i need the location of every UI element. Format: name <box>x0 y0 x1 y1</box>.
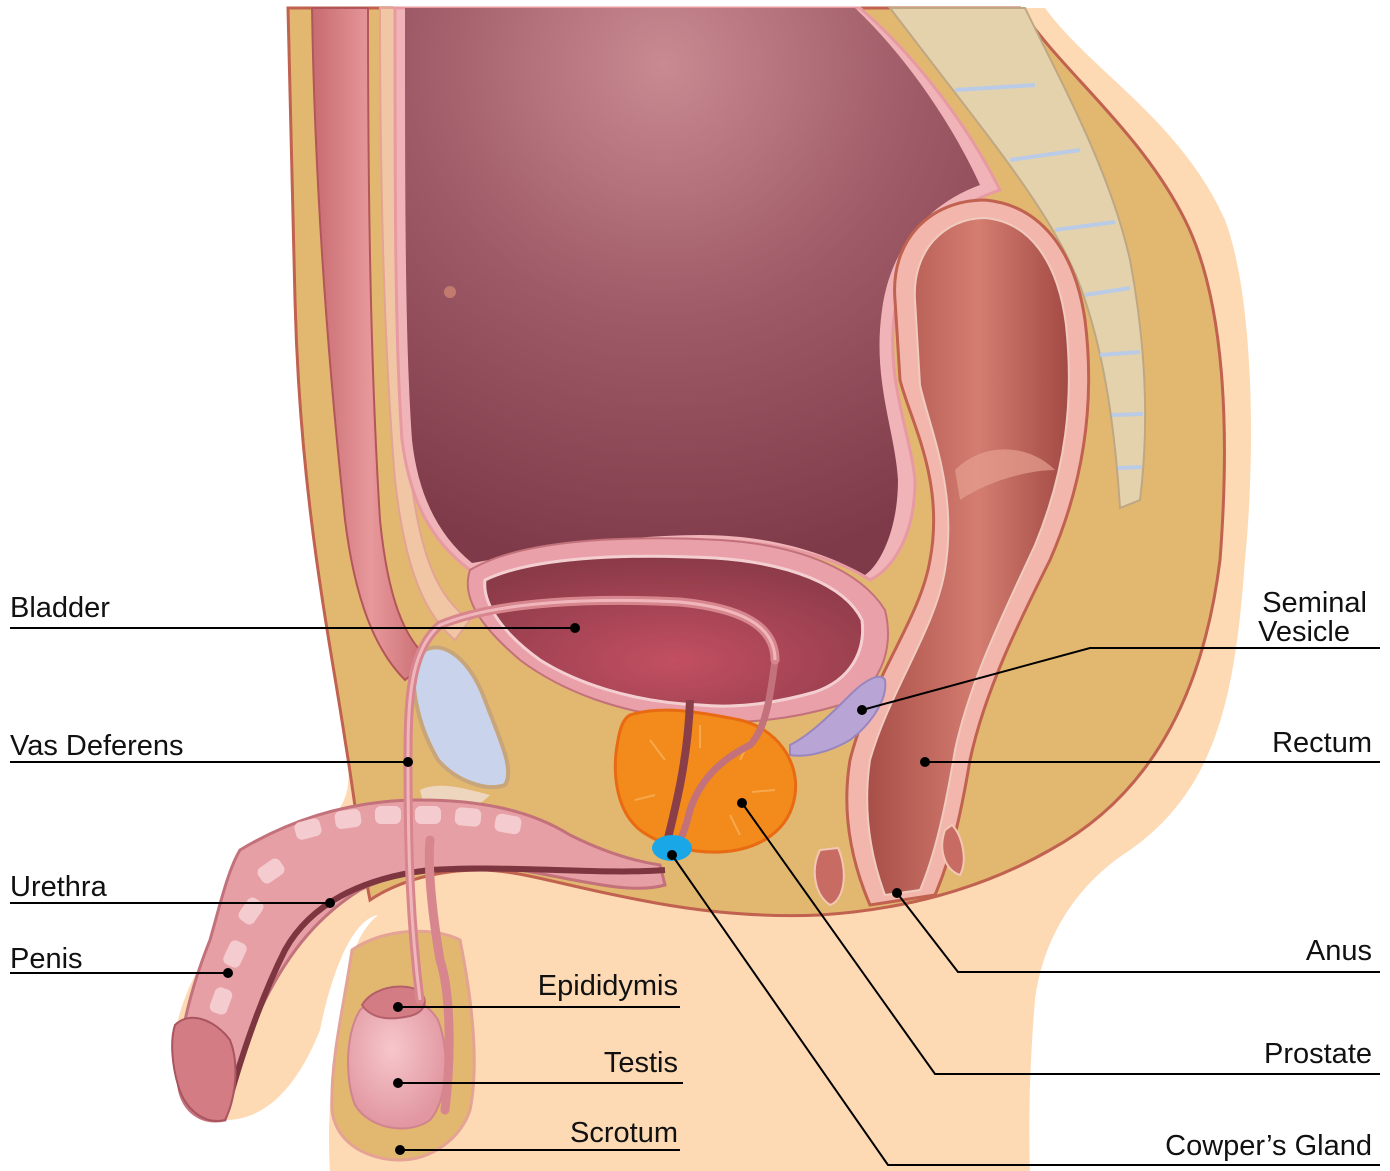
label-seminal-vesicle-line1: Seminal <box>1262 587 1367 619</box>
label-penis: Penis <box>10 943 83 975</box>
bladder-highlight-dot <box>444 286 456 298</box>
label-prostate: Prostate <box>1264 1038 1372 1070</box>
label-anus: Anus <box>1306 935 1372 967</box>
body-illustration <box>172 8 1251 1171</box>
label-bladder: Bladder <box>10 592 110 624</box>
anus-leader-dot <box>892 888 902 898</box>
seminal-vesicle-leader-dot <box>857 705 867 715</box>
label-scrotum: Scrotum <box>570 1117 678 1149</box>
cowpers-gland-leader-dot <box>667 850 677 860</box>
label-vas-deferens: Vas Deferens <box>10 730 184 762</box>
bladder-leader-dot <box>570 623 580 633</box>
vas-deferens-leader-dot <box>403 757 413 767</box>
label-seminal-vesicle-line2: Vesicle <box>1258 616 1350 648</box>
penis-leader-dot <box>223 968 233 978</box>
urethra-leader-dot <box>325 898 335 908</box>
label-urethra: Urethra <box>10 871 108 903</box>
label-epididymis: Epididymis <box>538 970 678 1002</box>
label-rectum: Rectum <box>1272 727 1372 759</box>
rectum-leader-dot <box>920 757 930 767</box>
scrotum-leader-dot <box>395 1145 405 1155</box>
prostate-leader-dot <box>737 798 747 808</box>
epididymis-leader-dot <box>393 1002 403 1012</box>
testis-leader-dot <box>393 1078 403 1088</box>
label-cowpers-gland: Cowper’s Gland <box>1165 1130 1372 1162</box>
label-testis: Testis <box>604 1047 678 1079</box>
